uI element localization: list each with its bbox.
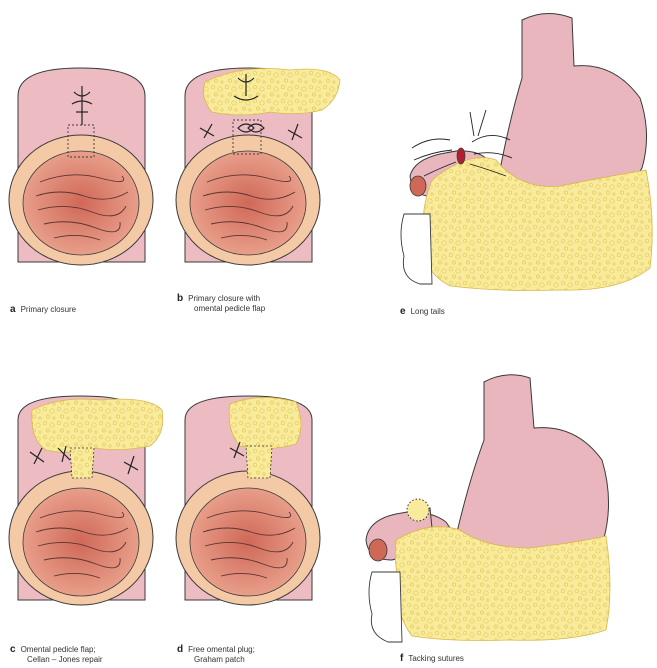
panel-a-caption-text: Primary closure [21, 305, 77, 314]
panel-f-colon [369, 572, 402, 642]
panel-d-free-omental-plug [229, 397, 301, 448]
panel-e-duodenal-lumen [410, 176, 426, 196]
panel-d-caption-line1: Free omental plug; [188, 645, 255, 654]
panel-a-lumen [23, 151, 139, 255]
panel-f-tacking-suture-ring [407, 499, 429, 521]
panel-c-letter: c [10, 644, 16, 655]
panel-d-lumen [190, 488, 306, 596]
panel-b-caption-line1: Primary closure with [188, 294, 260, 303]
panel-f-duodenal-lumen [369, 539, 387, 561]
panel-b-lumen [190, 151, 306, 255]
panel-c-caption: c Omental pedicle flap; Cellan – Jones re… [10, 645, 103, 665]
panel-b-caption-line2: omental pedicle flap [177, 304, 265, 314]
panel-d-caption: d Free omental plug; Graham patch [177, 645, 255, 665]
panel-c-pedicle-flap [9, 396, 163, 605]
panel-a-letter: a [10, 304, 16, 315]
panel-c-caption-line1: Omental pedicle flap; [21, 645, 96, 654]
panel-d-graham-patch [176, 396, 320, 605]
panel-c-flap-pedicle [70, 448, 94, 478]
panel-e-perforation [457, 148, 465, 164]
panel-f-tacking-sutures [366, 375, 610, 642]
panel-b-omental-flap [204, 69, 340, 116]
panel-c-lumen [23, 488, 139, 596]
panel-d-plug-stem [246, 446, 272, 478]
panel-b-closure-with-flap [176, 68, 340, 265]
panel-f-caption: f Tacking sutures [400, 654, 464, 664]
panel-e-long-tails [401, 13, 652, 290]
panel-a-caption: a Primary closure [10, 305, 76, 315]
panel-a-primary-closure [9, 68, 153, 265]
panel-e-caption-text: Long tails [411, 307, 445, 316]
panel-e-letter: e [400, 306, 406, 317]
panel-b-caption: b Primary closure with omental pedicle fl… [177, 294, 265, 314]
panel-f-letter: f [400, 653, 403, 664]
panel-b-letter: b [177, 293, 183, 304]
panel-c-omental-flap [32, 399, 163, 452]
panel-d-caption-line2: Graham patch [177, 655, 255, 665]
panel-e-colon [401, 214, 432, 284]
panel-c-caption-line2: Cellan – Jones repair [10, 655, 103, 665]
panel-e-caption: e Long tails [400, 307, 445, 317]
panel-f-caption-text: Tacking sutures [408, 654, 464, 663]
panel-d-letter: d [177, 644, 183, 655]
